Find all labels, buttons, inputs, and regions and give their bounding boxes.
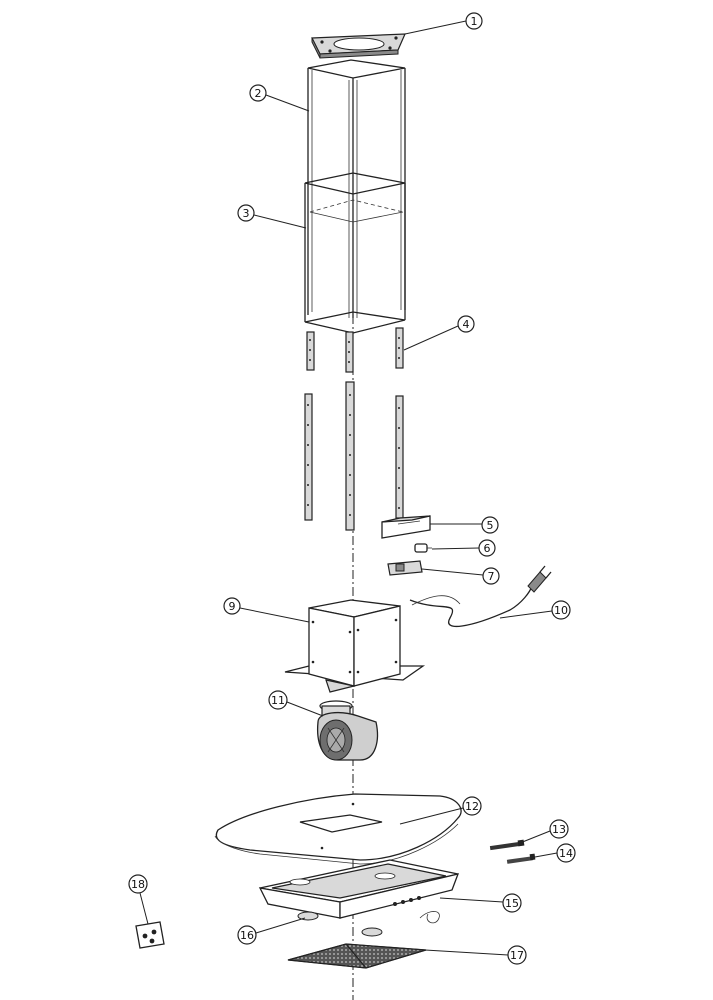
part-12-top-cover <box>214 793 462 865</box>
part-4-support-rails <box>304 327 404 531</box>
part-18-connector <box>135 921 165 949</box>
callout-9-label: 9 <box>229 600 236 613</box>
callout-14-label: 14 <box>559 847 573 860</box>
callout-7-label: 7 <box>488 570 495 583</box>
callout-2: 2 <box>249 84 267 102</box>
part-11-blower-motor <box>316 700 379 761</box>
leader-lines <box>139 20 558 956</box>
callout-5: 5 <box>481 516 499 534</box>
callout-5-label: 5 <box>487 519 494 532</box>
callout-12-label: 12 <box>465 800 479 813</box>
callout-12: 12 <box>462 796 482 816</box>
callout-9: 9 <box>223 597 241 615</box>
callout-3: 3 <box>237 204 255 222</box>
callout-4: 4 <box>457 315 475 333</box>
callout-10-label: 10 <box>554 604 568 617</box>
callout-4-label: 4 <box>463 318 470 331</box>
callout-11-label: 11 <box>271 694 285 707</box>
callout-13-label: 13 <box>552 823 566 836</box>
part-3-lower-chimney <box>304 172 406 334</box>
callout-2-label: 2 <box>255 87 262 100</box>
part-10-power-cord <box>409 565 552 628</box>
part-7-terminal-block <box>387 560 423 576</box>
callout-7: 7 <box>482 567 500 585</box>
callout-6: 6 <box>478 539 496 557</box>
callout-6-label: 6 <box>484 542 491 555</box>
callout-16-label: 16 <box>240 929 254 942</box>
callout-10: 10 <box>551 600 571 620</box>
callout-11: 11 <box>268 690 288 710</box>
callout-15-label: 15 <box>505 897 519 910</box>
callout-17: 17 <box>507 945 527 965</box>
callout-1-label: 1 <box>471 15 478 28</box>
part-15-hood-body <box>258 859 460 924</box>
part-9-motor-housing <box>284 599 426 693</box>
part-14-screw <box>506 853 536 864</box>
callout-14: 14 <box>556 843 576 863</box>
part-16-lamp <box>297 911 383 937</box>
callout-15: 15 <box>502 893 522 913</box>
part-6-capacitor <box>414 543 432 553</box>
callout-18-label: 18 <box>131 878 145 891</box>
callout-1: 1 <box>465 12 483 30</box>
part-13-screw <box>489 839 525 851</box>
callout-16: 16 <box>237 925 257 945</box>
part-17-grease-filter <box>287 943 427 969</box>
callout-18: 18 <box>128 874 148 894</box>
callout-3-label: 3 <box>243 207 250 220</box>
callout-17-label: 17 <box>510 949 524 962</box>
part-1-top-bracket <box>311 33 406 59</box>
callout-13: 13 <box>549 819 569 839</box>
part-5-control-box <box>381 515 431 539</box>
part-2-upper-chimney <box>307 59 406 318</box>
